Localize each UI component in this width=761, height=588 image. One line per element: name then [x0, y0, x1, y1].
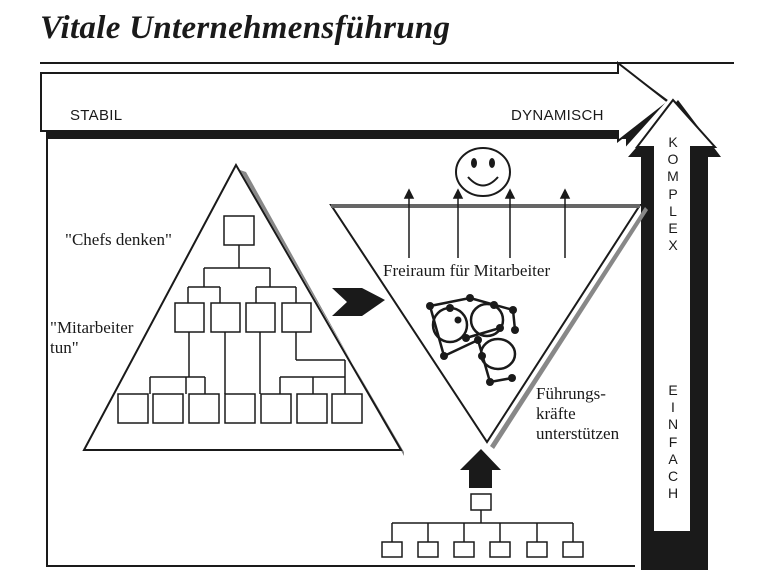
axis-label-stabil: STABIL — [70, 107, 123, 124]
label-freiraum: Freiraum für Mitarbeiter — [383, 261, 551, 280]
transition-arrow — [332, 288, 385, 316]
org-box-top — [223, 215, 255, 246]
vertical-arrow — [634, 98, 718, 533]
label-mitarbeiter-line1: "Mitarbeiter — [50, 318, 134, 337]
label-kraefte: kräfte — [536, 404, 576, 423]
axis-label-einfach: E I N F A C H — [667, 382, 679, 502]
org-box-mid — [281, 302, 312, 333]
org-box-bottom — [152, 393, 184, 424]
smiley-icon — [455, 147, 511, 197]
axis-label-dynamisch: DYNAMISCH — [511, 107, 604, 124]
label-mitarbeiter-line2: tun" — [50, 338, 79, 357]
org-box-bottom — [260, 393, 292, 424]
support-arrow — [460, 449, 501, 488]
org-box-bottom — [188, 393, 220, 424]
horizontal-arrow — [40, 60, 670, 144]
bottom-org-chart — [381, 449, 584, 558]
left-pyramid — [82, 162, 404, 456]
org-box-mid — [245, 302, 276, 333]
axis-label-komplex: K O M P L E X — [667, 134, 679, 254]
label-chefs-denken: "Chefs denken" — [65, 230, 172, 249]
org-box-mid — [210, 302, 241, 333]
org-box-bottom — [224, 393, 256, 424]
right-pyramid — [329, 188, 648, 449]
org-box-bottom — [296, 393, 328, 424]
label-fuehrungs: Führungs- — [536, 384, 606, 403]
title-rule — [40, 62, 734, 64]
page-title: Vitale Unternehmensführung — [40, 10, 451, 46]
org-box-bottom — [117, 393, 149, 424]
org-box-bottom — [331, 393, 363, 424]
label-unterstuetzen: unterstützen — [536, 424, 620, 443]
org-box-mid — [174, 302, 205, 333]
